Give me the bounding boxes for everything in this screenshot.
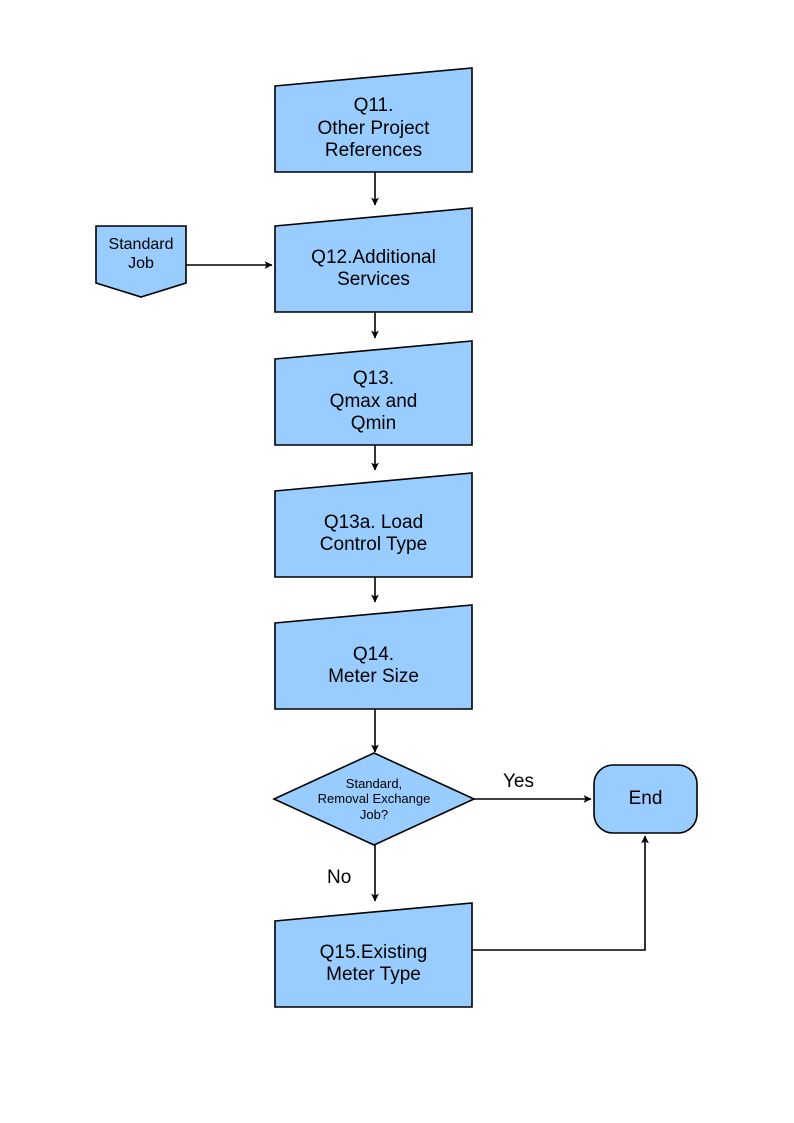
- node-q13a[interactable]: [274, 472, 473, 578]
- node-q11[interactable]: [274, 67, 473, 173]
- node-q15[interactable]: [274, 902, 473, 1008]
- node-q14[interactable]: [274, 604, 473, 710]
- edge-label-yes: Yes: [503, 771, 534, 792]
- node-q13[interactable]: [274, 340, 473, 446]
- edge-label-no: No: [327, 867, 352, 888]
- node-end[interactable]: [593, 764, 698, 834]
- edge-q15-to-end: [472, 835, 649, 951]
- node-standard-job[interactable]: [95, 225, 187, 298]
- node-decision-standard-removal[interactable]: [272, 752, 476, 846]
- node-q12[interactable]: [274, 207, 473, 313]
